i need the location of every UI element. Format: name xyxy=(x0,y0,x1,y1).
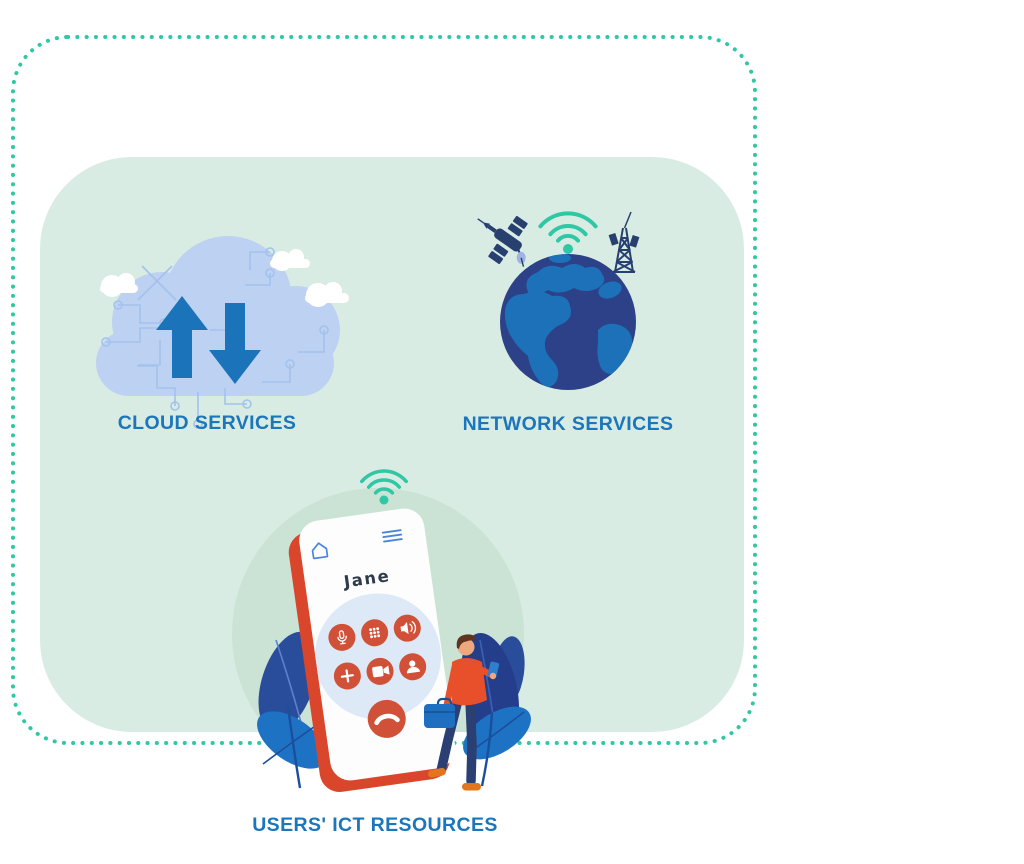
plant-leaves-right xyxy=(460,632,531,787)
cloud-icon xyxy=(96,236,340,396)
home-icon xyxy=(311,542,329,560)
handheld-phone xyxy=(487,661,500,678)
end-call-icon xyxy=(374,713,400,726)
satellite-icon xyxy=(477,215,528,267)
mic-button xyxy=(328,623,356,651)
circuit-traces xyxy=(106,251,325,420)
keypad-icon xyxy=(369,627,381,639)
mini-clouds xyxy=(100,249,349,307)
wifi-dot xyxy=(563,244,573,254)
dotted-boundary xyxy=(11,35,757,745)
radio-tower-icon xyxy=(608,211,640,273)
person-left-shoe xyxy=(428,767,446,778)
person-right-leg xyxy=(465,695,477,786)
phone-wifi-dot xyxy=(379,495,389,505)
download-arrow-icon xyxy=(209,303,261,384)
circuit-nodes xyxy=(101,247,329,429)
dial-buttons xyxy=(328,614,427,738)
plant-leaves-left xyxy=(257,631,327,789)
menu-icon xyxy=(381,529,403,543)
speaker-icon xyxy=(400,621,417,635)
users-ict-resources-label: USERS' ICT RESOURCES xyxy=(252,814,498,836)
briefcase xyxy=(424,697,455,728)
video-icon xyxy=(372,665,390,678)
person-figure xyxy=(424,634,500,791)
globe-wifi-icon xyxy=(538,211,598,243)
person-torso xyxy=(452,658,487,706)
contacts-icon xyxy=(406,660,421,674)
person-hand xyxy=(489,672,497,680)
add-icon xyxy=(340,669,354,683)
contacts-button xyxy=(399,653,427,681)
phone-wifi-icon xyxy=(360,469,408,495)
upload-arrow-icon xyxy=(156,296,208,378)
person-right-shoe xyxy=(462,783,481,791)
end-call-button xyxy=(367,699,406,738)
cloud-services-icon xyxy=(96,236,349,429)
network-services-icon xyxy=(477,211,640,390)
cloud-services-label: CLOUD SERVICES xyxy=(118,412,297,434)
network-services-label: NETWORK SERVICES xyxy=(463,413,674,435)
person-hair xyxy=(456,634,476,649)
smartphone: Jane xyxy=(288,508,456,792)
mic-icon xyxy=(337,630,347,645)
